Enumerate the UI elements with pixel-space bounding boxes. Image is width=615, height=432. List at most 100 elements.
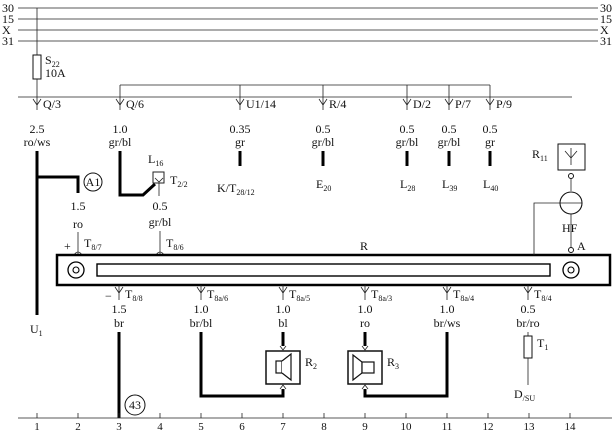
speaker-r3-name: R [387, 355, 395, 369]
radio-pin-t8-8-sub: 8/8 [132, 294, 142, 303]
dest-k-t: K/T [217, 181, 237, 195]
connector-label-q6: Q/6 [126, 97, 144, 111]
wire-color-p7: gr/bl [438, 135, 461, 149]
wire-color-q6: gr/bl [109, 135, 132, 149]
svg-text:T8a/3: T8a/3 [371, 287, 392, 303]
ruler-labels: 1 2 3 4 5 6 7 8 9 10 11 12 13 14 [34, 421, 576, 432]
svg-text:K/T28/12: K/T28/12 [217, 181, 255, 197]
svg-text:L16: L16 [148, 152, 163, 168]
supply-rails: 30 15 X 31 30 15 X 31 [2, 1, 612, 48]
ruler-label-4: 4 [157, 421, 163, 432]
radio-pin-t8-6-sub: 8/6 [173, 243, 183, 252]
radio-pin-t8a-3-sub: 8a/3 [378, 294, 392, 303]
radio-pin-t8a-6-sub: 8a/6 [214, 294, 228, 303]
t1-sub: 1 [544, 343, 548, 352]
ruler-label-2: 2 [75, 421, 81, 432]
speaker-r3-wire-b [363, 332, 449, 398]
svg-text:S22: S22 [45, 53, 60, 69]
wire-size-t8a-5: 1.0 [276, 302, 291, 316]
t22-wire-color: gr/bl [149, 215, 172, 229]
t22-wire-size: 0.5 [153, 199, 168, 213]
connector-label-d2: D/2 [413, 97, 431, 111]
dsu-name: D [514, 387, 523, 401]
svg-text:T8a/5: T8a/5 [289, 287, 310, 303]
wire-size-q3: 2.5 [30, 122, 45, 136]
connector-label-q3: Q/3 [43, 97, 61, 111]
bottom-wire-labels: 1.5 br 1.0 br/bl 1.0 bl 1.0 ro 1.0 br/ws… [112, 302, 540, 330]
wire-color-r4: gr/bl [312, 135, 335, 149]
radio-pin-t8-4-sub: 8/4 [541, 294, 551, 303]
svg-text:D/SU: D/SU [514, 387, 535, 403]
fuse-s22: S22 10A [32, 8, 66, 97]
svg-text:T1: T1 [537, 336, 548, 352]
radio-pin-t8-8: T [125, 287, 133, 301]
svg-text:R3: R3 [387, 355, 399, 371]
wire-size-d2: 0.5 [400, 122, 415, 136]
antenna-r11 [533, 143, 586, 255]
speaker-r2 [265, 345, 301, 390]
svg-text:U1: U1 [30, 322, 43, 338]
svg-text:T8/7: T8/7 [84, 236, 102, 252]
wire-size-t8a-4: 1.0 [440, 302, 455, 316]
hf-amp-label: HF [562, 221, 578, 235]
dest-e20-sub: 20 [323, 184, 331, 193]
t22-name: T [170, 173, 178, 187]
connector-label-u1-14: U1/14 [246, 97, 276, 111]
ruler-label-7: 7 [280, 421, 286, 432]
radio-bottom-pins [114, 285, 533, 300]
radio-pin-t8a-6: T [207, 287, 215, 301]
radio-pin-t8-7-sub: 8/7 [91, 243, 101, 252]
ruler-label-5: 5 [198, 421, 204, 432]
bottom-ruler [18, 413, 612, 419]
svg-text:T2/2: T2/2 [170, 173, 188, 189]
ruler-label-3: 3 [116, 421, 122, 432]
speaker-r2-wire-a [199, 332, 285, 398]
connector-label-p9: P/9 [496, 97, 512, 111]
ruler-label-13: 13 [524, 421, 536, 432]
wire-color-p9: gr [485, 135, 495, 149]
ruler-label-14: 14 [565, 421, 577, 432]
wire-size-p7: 0.5 [442, 122, 457, 136]
radio-minus-sign: − [105, 289, 112, 303]
wire-color-t8-8: br [114, 316, 124, 330]
wire-color-q3: ro/ws [24, 135, 51, 149]
fuse-rating: 10A [45, 66, 66, 80]
connector-label-r4: R/4 [329, 97, 346, 111]
t1-connector [523, 332, 533, 385]
a1-wire-color: ro [73, 217, 83, 231]
speaker-r3 [347, 345, 383, 390]
ruler-label-1: 1 [34, 421, 40, 432]
radio-pin-t8a-4-sub: 8a/4 [460, 294, 474, 303]
wire-size-t8a-3: 1.0 [358, 302, 373, 316]
wire-color-t8-4: br/ro [516, 316, 539, 330]
l16-name: L [148, 152, 155, 166]
ruler-label-12: 12 [483, 421, 494, 432]
rail-15-right-label: 15 [600, 12, 612, 26]
ruler-label-6: 6 [239, 421, 245, 432]
ruler-label-11: 11 [442, 421, 453, 432]
svg-text:T8a/6: T8a/6 [207, 287, 228, 303]
ruler-label-8: 8 [321, 421, 327, 432]
wire-size-t8-8: 1.5 [112, 302, 127, 316]
rail-30-left-label: 30 [2, 1, 14, 15]
svg-text:T8/6: T8/6 [166, 236, 184, 252]
rail-x-left-label: X [2, 23, 11, 37]
radio-unit [55, 253, 612, 287]
antenna-name: R [532, 147, 540, 161]
wire-color-t8a-5: bl [278, 316, 288, 330]
rail-30-right-label: 30 [600, 1, 612, 15]
radio-pin-t8-6: T [166, 236, 174, 250]
svg-text:T8/4: T8/4 [534, 287, 552, 303]
ruler-label-10: 10 [401, 421, 413, 432]
rail-31-left-label: 31 [2, 34, 14, 48]
dest-l28-sub: 28 [407, 184, 415, 193]
dest-l39: L [442, 177, 449, 191]
wire-color-t8a-4: br/ws [434, 316, 461, 330]
wire-size-r4: 0.5 [316, 122, 331, 136]
wire-color-t8a-6: br/bl [190, 316, 213, 330]
q6-wire [118, 151, 157, 197]
svg-text:L28: L28 [400, 177, 415, 193]
speaker-r2-sub: 2 [313, 362, 317, 371]
connector-symbols [32, 97, 495, 110]
